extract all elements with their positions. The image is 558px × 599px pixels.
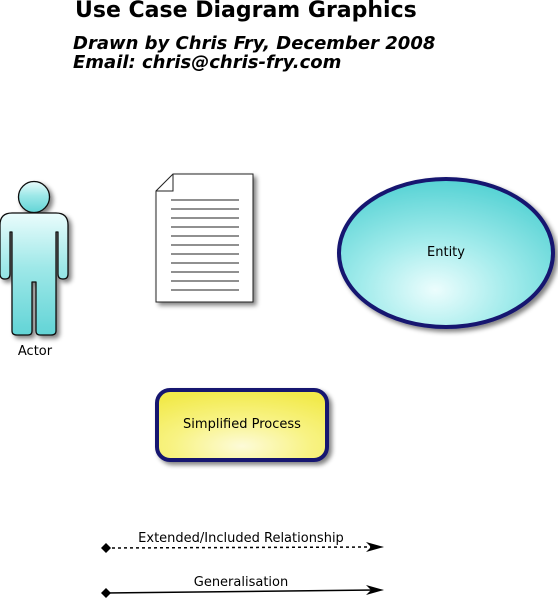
extended-relationship-line [101,542,384,553]
extended-relationship-label: Extended/Included Relationship [138,531,344,546]
document-icon [155,173,254,303]
actor-figure [0,180,69,336]
diagram-title: Use Case Diagram Graphics [75,0,417,23]
actor-label: Actor [17,344,53,359]
process-label: Simplified Process [183,417,301,432]
author-credit: Drawn by Chris Fry, December 2008 [73,33,436,54]
author-email: Email: chris@chris-fry.com [73,52,342,73]
arrowhead-icon [366,585,384,595]
entity-ellipse [337,177,555,329]
generalisation-label: Generalisation [193,575,289,590]
entity-label: Entity [427,245,465,260]
process-box [155,388,329,462]
diamond-marker-icon [101,588,111,598]
generalisation-line [101,585,384,598]
actor-body [0,212,69,336]
actor-head [17,180,51,214]
arrowhead-icon [366,542,384,552]
diamond-marker-icon [101,543,111,553]
